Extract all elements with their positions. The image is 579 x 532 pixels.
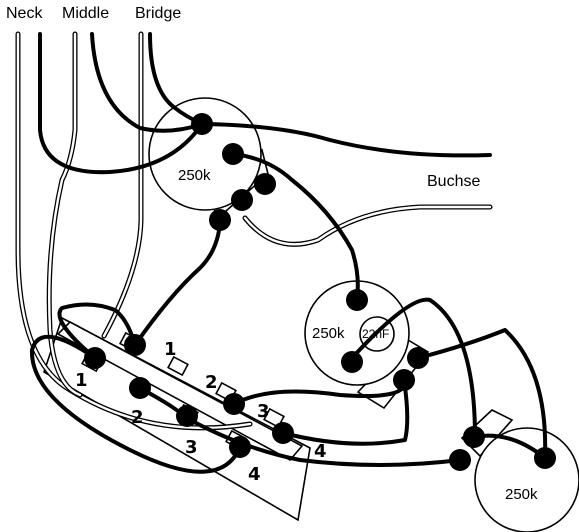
tone-to-tone2-wire <box>416 328 548 460</box>
switch-lug-lower-3: 3 <box>185 437 198 458</box>
solder-joint <box>129 377 151 399</box>
volume-to-switch-wire <box>133 220 222 347</box>
tone-pot-2-label: 250k <box>505 486 538 503</box>
solder-joint <box>254 173 276 195</box>
bridge-black-wire <box>148 32 204 126</box>
switch-3-to-tone-wire <box>281 378 410 446</box>
solder-joint <box>176 405 198 427</box>
solder-joint <box>534 447 556 469</box>
solder-joint <box>393 369 415 391</box>
switch-lug-upper-2: 2 <box>205 372 218 393</box>
volume-pot-label: 250k <box>178 167 211 184</box>
solder-joint <box>346 289 368 311</box>
switch-lug-upper-3: 3 <box>257 401 270 422</box>
solder-joint <box>223 393 245 415</box>
label-bridge: Bridge <box>135 5 181 22</box>
label-neck: Neck <box>6 5 43 22</box>
solder-joint <box>191 113 213 135</box>
switch-jumper-loop <box>57 302 137 360</box>
switch-2-to-tone2-wire <box>181 414 462 467</box>
solder-joint <box>341 351 363 373</box>
solder-joint <box>124 334 146 356</box>
tone-pot-1-label: 250k <box>312 325 345 342</box>
switch-lug-lower-1: 1 <box>75 370 88 391</box>
solder-joint <box>449 449 471 471</box>
neck-black-wire <box>38 32 204 175</box>
jack-black-wire <box>200 122 492 158</box>
solder-joint <box>209 209 231 231</box>
solder-joint <box>463 426 485 448</box>
switch-lug-upper-1: 1 <box>164 339 177 360</box>
volume-to-tone-wire <box>231 152 360 300</box>
solder-joint <box>229 436 251 458</box>
black-wires <box>29 32 548 474</box>
switch-lower-loop <box>29 334 242 474</box>
white-wires <box>15 31 493 431</box>
switch-lug-tab <box>167 355 189 377</box>
solder-joint <box>84 347 106 369</box>
solder-joints <box>84 113 556 471</box>
jack-white-wire <box>242 204 493 247</box>
middle-black-wire <box>90 32 204 133</box>
solder-joint <box>222 143 244 165</box>
tone-pot-2-body <box>474 427 579 532</box>
solder-joint <box>231 189 253 211</box>
label-jack: Buchse <box>427 173 480 190</box>
label-middle: Middle <box>62 5 109 22</box>
solder-joint <box>272 422 294 444</box>
switch-lug-tab <box>263 407 285 429</box>
switch-lug-upper-4: 4 <box>314 441 327 462</box>
switch-lug-lower-2: 2 <box>131 407 144 428</box>
solder-joint <box>407 347 429 369</box>
switch-lug-lower-4: 4 <box>248 464 261 485</box>
tone-pot-1: 250k 22nF <box>304 280 430 410</box>
tone-ground-wire <box>350 297 477 439</box>
bridge-white-wire <box>101 31 144 339</box>
